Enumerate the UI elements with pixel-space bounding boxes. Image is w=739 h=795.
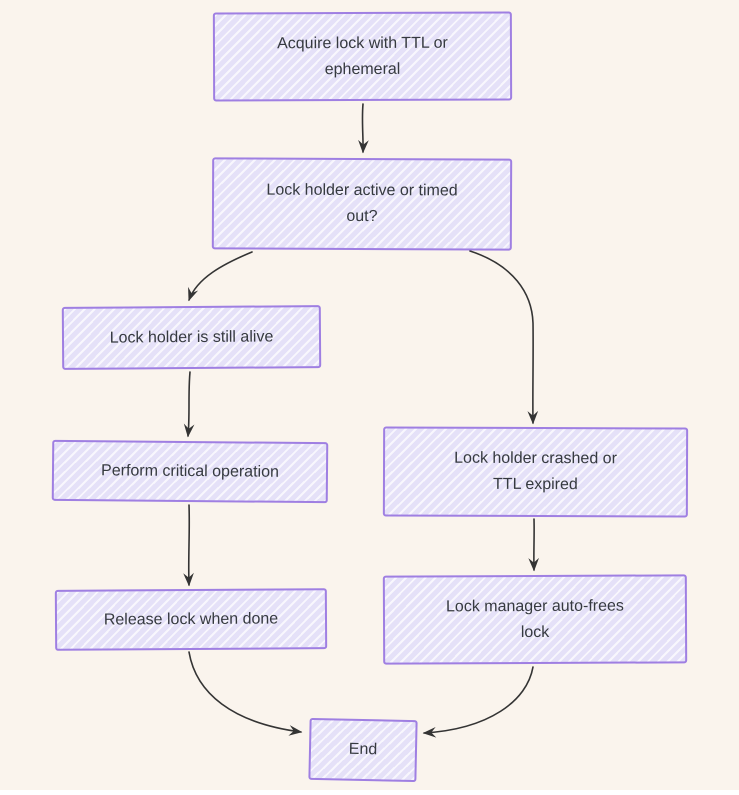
node-label: Perform critical operation [101, 461, 279, 481]
edge-autofree-to-end [422, 666, 534, 738]
node-label: Lock holder crashed or TTL expired [454, 449, 617, 494]
node-release-lock: Release lock when done [54, 588, 328, 651]
node-end: End [308, 717, 418, 783]
node-holder-still-alive: Lock holder is still alive [61, 305, 322, 370]
node-label: Release lock when done [103, 609, 279, 629]
edge-check-to-crashed [469, 250, 539, 425]
node-label: Acquire lock with TTL or ephemeral [277, 34, 448, 78]
edge-alive-to-perform [183, 371, 195, 438]
node-label: End [348, 740, 378, 759]
edge-check-to-alive [188, 251, 253, 302]
edge-acquire-to-check [358, 103, 369, 154]
edge-perform-to-release [183, 504, 194, 587]
bottom-strip [0, 790, 739, 795]
node-perform-critical-operation: Perform critical operation [51, 439, 329, 504]
node-label: Lock holder active or timed out? [266, 181, 458, 226]
node-lock-manager-autofree: Lock manager auto-frees lock [382, 574, 688, 665]
edge-release-to-end [188, 651, 303, 736]
node-label: Lock holder is still alive [109, 327, 274, 347]
node-acquire-lock: Acquire lock with TTL or ephemeral [212, 11, 513, 102]
node-holder-crashed: Lock holder crashed or TTL expired [382, 426, 689, 518]
node-label: Lock manager auto-frees lock [445, 597, 624, 641]
node-lock-holder-check: Lock holder active or timed out? [211, 157, 513, 251]
